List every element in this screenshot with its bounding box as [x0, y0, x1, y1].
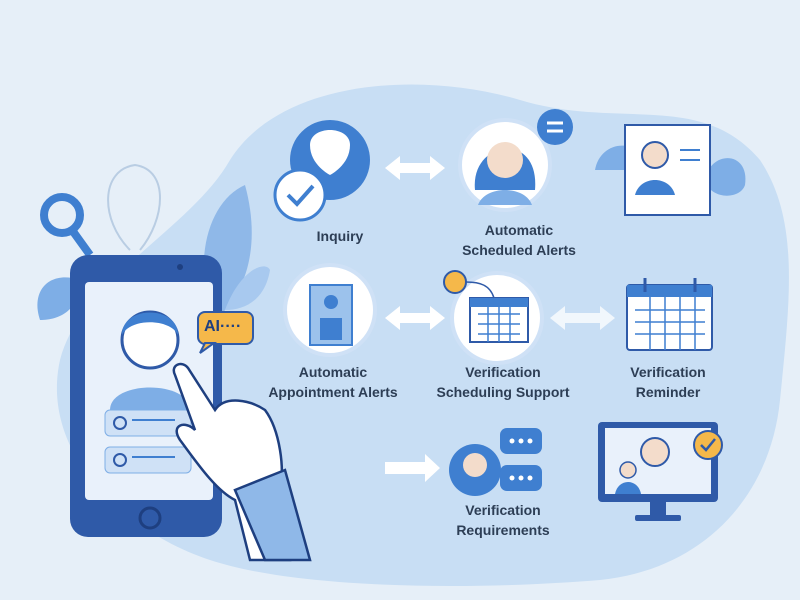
label-line: Scheduling Support: [436, 384, 570, 400]
label-line: Verification: [630, 364, 706, 380]
contact-card: [104, 409, 192, 437]
label-inquiry: Inquiry: [317, 226, 364, 246]
label-line: Automatic: [484, 222, 554, 238]
label-line: Reminder: [635, 384, 701, 400]
plant-outline: [107, 163, 161, 251]
check-icon: [273, 168, 327, 222]
label-line: Appointment Alerts: [268, 384, 398, 400]
avatar: [120, 310, 180, 370]
leaf-decoration: [37, 277, 80, 320]
chat-bubble-icon: [537, 109, 573, 145]
ai-bubble-text: AI····: [204, 318, 242, 335]
magnifier-icon: [40, 193, 84, 237]
double-arrow: [385, 156, 615, 482]
contact-card: [104, 446, 192, 474]
label-line: Automatic: [298, 364, 368, 380]
ai-bubble-shape: [197, 311, 254, 345]
label-line: Inquiry: [316, 228, 364, 244]
leaf-decoration: [225, 266, 270, 310]
label-line: Verification: [465, 502, 541, 518]
clock-badge-icon: [443, 270, 467, 294]
profile-document-icon: [624, 124, 711, 216]
label-line: Verification: [465, 364, 541, 380]
checkmark-badge-icon: [693, 430, 723, 460]
phone: [70, 255, 254, 537]
label-line: Scheduled Alerts: [462, 242, 576, 258]
label-line: Requirements: [456, 522, 550, 538]
